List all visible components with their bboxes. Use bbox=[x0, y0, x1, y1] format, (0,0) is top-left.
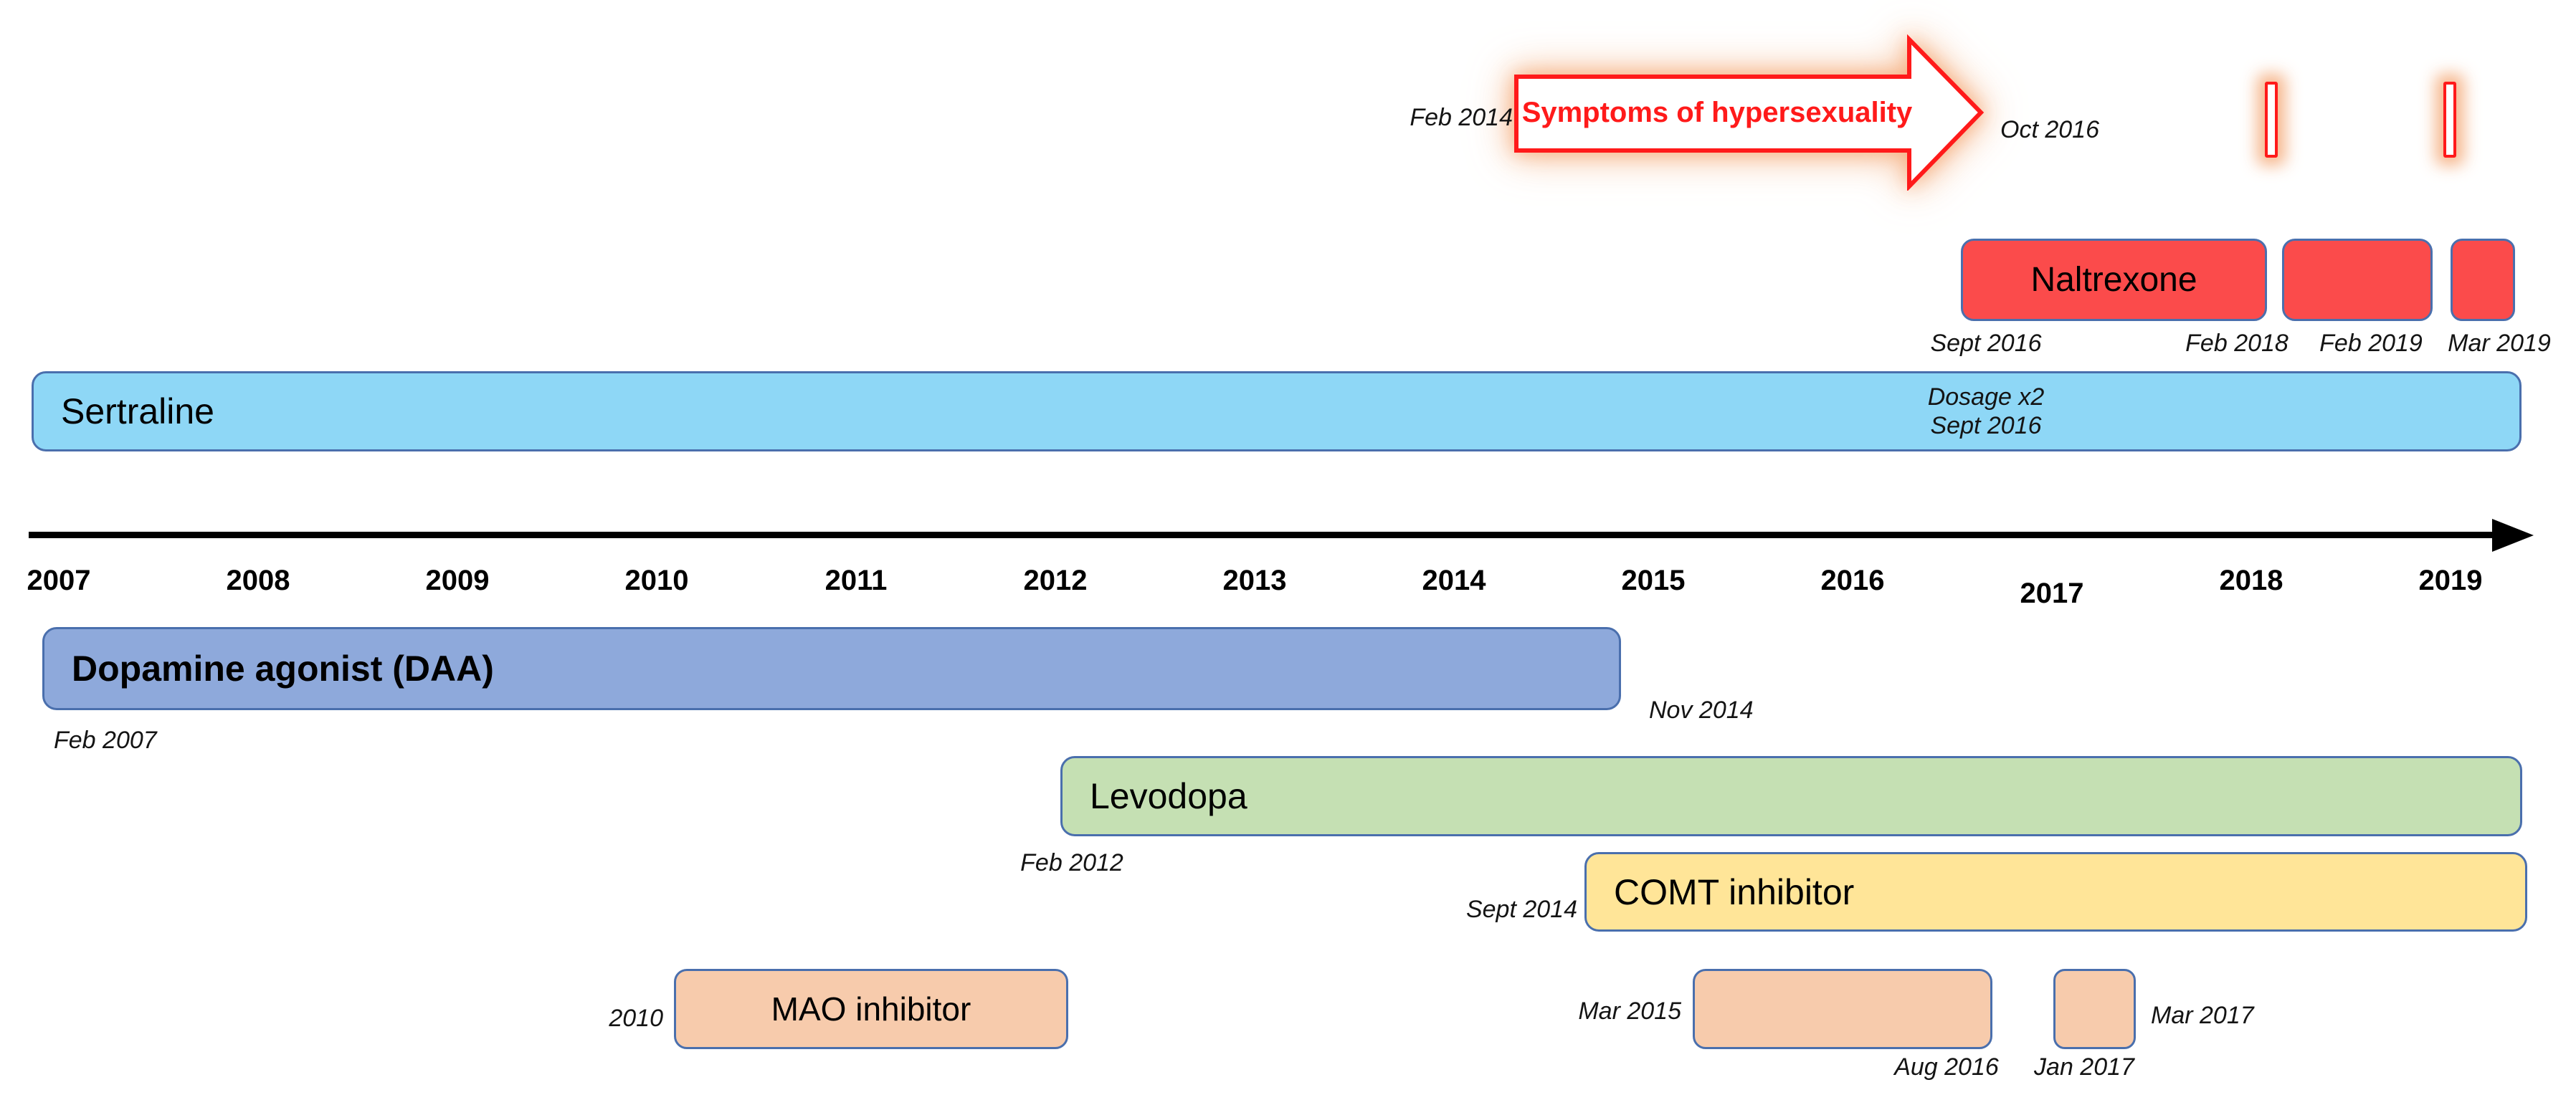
hypersexuality-end-date: Oct 2016 bbox=[2000, 116, 2099, 143]
axis-year-2010: 2010 bbox=[624, 565, 689, 596]
naltrexone-start-date: Sept 2016 bbox=[1930, 330, 2042, 357]
axis-year-2015: 2015 bbox=[1621, 565, 1686, 596]
sertraline-dosage-annotation: Dosage x2 Sept 2016 bbox=[1843, 383, 2129, 440]
relapse-tick-2 bbox=[2443, 82, 2456, 158]
levodopa-label: Levodopa bbox=[1090, 776, 1247, 816]
comt-start-date: Sept 2014 bbox=[1465, 896, 1577, 923]
axis-year-2017: 2017 bbox=[2020, 578, 2084, 609]
dopamine-agonist-bar: Dopamine agonist (DAA) bbox=[42, 627, 1621, 710]
sertraline-dosage-line2: Sept 2016 bbox=[1930, 412, 2042, 440]
mao-inhibitor-bar-2 bbox=[1693, 969, 1992, 1049]
hypersexuality-start-date: Feb 2014 bbox=[1410, 104, 1513, 131]
sertraline-bar: Sertraline bbox=[32, 371, 2522, 451]
levodopa-bar: Levodopa bbox=[1060, 756, 2522, 836]
naltrexone-bar-3 bbox=[2451, 239, 2515, 321]
hypersexuality-arrow-shape bbox=[1514, 34, 1985, 191]
mao-period3-start-date: Jan 2017 bbox=[2034, 1053, 2134, 1081]
axis-year-2013: 2013 bbox=[1222, 565, 1287, 596]
axis-year-2012: 2012 bbox=[1023, 565, 1088, 596]
comt-inhibitor-bar: COMT inhibitor bbox=[1584, 852, 2527, 932]
daa-start-date: Feb 2007 bbox=[54, 727, 157, 754]
mao-inhibitor-label: MAO inhibitor bbox=[771, 990, 971, 1028]
naltrexone-final-date: Mar 2019 bbox=[2448, 330, 2551, 357]
mao-period2-start-date: Mar 2015 bbox=[1578, 998, 1681, 1025]
timeline-axis-arrowhead bbox=[2492, 519, 2534, 552]
naltrexone-label: Naltrexone bbox=[2030, 261, 2197, 299]
levodopa-start-date: Feb 2012 bbox=[1020, 849, 1123, 876]
axis-year-2007: 2007 bbox=[27, 565, 91, 596]
hypersexuality-arrow-label: Symptoms of hypersexuality bbox=[1521, 97, 1913, 128]
axis-year-2008: 2008 bbox=[226, 565, 290, 596]
comt-inhibitor-label: COMT inhibitor bbox=[1614, 871, 1855, 912]
naltrexone-restart-end-date: Feb 2019 bbox=[2319, 330, 2423, 357]
axis-year-2019: 2019 bbox=[2418, 565, 2483, 596]
mao-inhibitor-bar-1: MAO inhibitor bbox=[674, 969, 1068, 1049]
mao-period3-end-date: Mar 2017 bbox=[2151, 1002, 2254, 1029]
axis-year-2011: 2011 bbox=[824, 565, 888, 596]
naltrexone-bar-1: Naltrexone bbox=[1961, 239, 2267, 321]
naltrexone-bar-2 bbox=[2282, 239, 2433, 321]
mao-inhibitor-bar-3 bbox=[2053, 969, 2136, 1049]
axis-year-2014: 2014 bbox=[1422, 565, 1486, 596]
axis-year-2016: 2016 bbox=[1820, 565, 1885, 596]
sertraline-dosage-line1: Dosage x2 bbox=[1927, 383, 2045, 411]
dopamine-agonist-label: Dopamine agonist (DAA) bbox=[72, 649, 494, 689]
naltrexone-stop-date: Feb 2018 bbox=[2185, 330, 2289, 357]
axis-year-2018: 2018 bbox=[2219, 565, 2283, 596]
relapse-tick-1 bbox=[2265, 82, 2278, 158]
mao-period2-end-date: Aug 2016 bbox=[1894, 1053, 1999, 1081]
sertraline-label: Sertraline bbox=[61, 391, 214, 431]
mao-period1-start-date: 2010 bbox=[609, 1005, 663, 1032]
daa-end-date: Nov 2014 bbox=[1649, 697, 1754, 724]
timeline-axis bbox=[29, 532, 2496, 538]
axis-year-2009: 2009 bbox=[425, 565, 490, 596]
